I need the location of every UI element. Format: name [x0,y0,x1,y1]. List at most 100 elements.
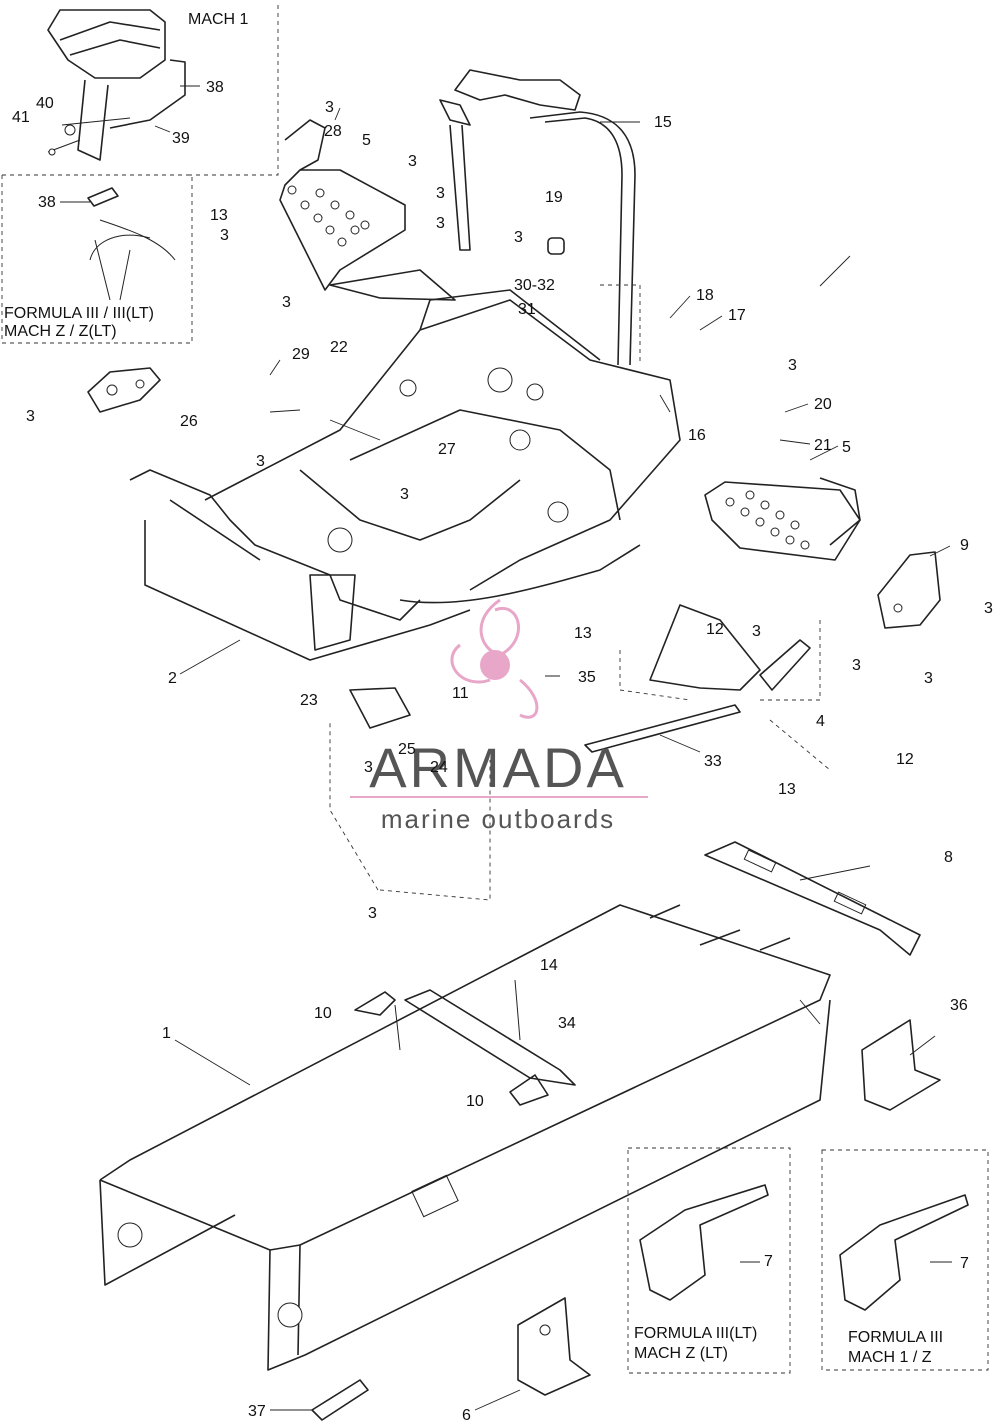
callout-9: 9 [960,537,969,554]
callout-23: 23 [300,692,318,709]
callout-3: 3 [220,227,229,244]
callout-30-32: 30-32 [514,277,555,294]
footrest-plate-5 [704,477,861,561]
callout-18: 18 [696,287,714,304]
strut-33 [584,704,741,753]
bracket-4 [649,604,811,691]
bracket-23 [349,687,411,729]
skid-bar-37 [311,1379,369,1421]
plate-28 [279,119,456,301]
inset-label-formula-top-2: MACH Z / Z(LT) [4,323,117,340]
bracket-10-upper [354,991,396,1016]
callout-38: 38 [206,79,224,96]
bracket-26 [87,367,161,413]
callout-37: 37 [248,1403,266,1420]
callout-33: 33 [704,753,722,770]
mach1-bracket-sketch [47,9,186,161]
callout-3: 3 [26,408,35,425]
callout-13: 13 [574,625,592,642]
callout-14: 14 [540,957,558,974]
callout-3: 3 [752,623,761,640]
bracket-7-iii [839,1194,969,1311]
callout-24: 24 [430,759,448,776]
inset-label-formula-iii-2: MACH 1 / Z [848,1349,932,1366]
bracket-10-lower [509,1074,549,1106]
callout-12: 12 [706,621,724,638]
bracket-9 [877,551,941,629]
callout-28: 28 [324,123,342,140]
callout-3: 3 [436,215,445,232]
callout-5: 5 [362,132,371,149]
callout-34: 34 [558,1015,576,1032]
callout-10: 10 [466,1093,484,1110]
callout-3: 3 [436,185,445,202]
inset-label-formula-iii-1: FORMULA III [848,1329,943,1346]
front-frame-2 [129,289,681,661]
bracket-7-lt [639,1184,769,1301]
callout-3: 3 [282,294,291,311]
callout-3: 3 [984,600,993,617]
watermark-tagline: marine outboards [381,804,615,834]
tunnel-1 [99,904,831,1371]
bracket-6 [517,1297,591,1396]
callout-3: 3 [852,657,861,674]
plate-8 [704,841,921,956]
brace-34 [404,989,576,1086]
propeller-hub-icon [480,650,510,680]
callout-35: 35 [578,669,596,686]
callout-1: 1 [162,1025,171,1042]
callout-12: 12 [896,751,914,768]
callout-3: 3 [368,905,377,922]
callout-5: 5 [842,439,851,456]
callout-20: 20 [814,396,832,413]
inset-label-formula-lt-1: FORMULA III(LT) [634,1325,757,1342]
callout-3: 3 [514,229,523,246]
callout-16: 16 [688,427,706,444]
callout-3: 3 [924,670,933,687]
callout-22: 22 [330,339,348,356]
callout-6: 6 [462,1407,471,1424]
callout-10: 10 [314,1005,332,1022]
callout-4: 4 [816,713,825,730]
callout-7: 7 [960,1255,969,1272]
propeller-icon [450,598,539,719]
callout-41: 41 [12,109,30,126]
callout-3: 3 [325,99,334,116]
callout-29: 29 [292,346,310,363]
callout-3: 3 [400,486,409,503]
callout-19: 19 [545,189,563,206]
callout-2: 2 [168,670,177,687]
callout-39: 39 [172,130,190,147]
callout-25: 25 [398,741,416,758]
callout-27: 27 [438,441,456,458]
callout-3: 3 [408,153,417,170]
callout-38: 38 [38,194,56,211]
bracket-36 [861,1019,941,1111]
inset-label-formula-top-1: FORMULA III / III(LT) [4,305,154,322]
leader-lines [60,85,952,1411]
callout-11: 11 [452,685,469,702]
callout-13: 13 [210,207,228,224]
inset-boxes [1,5,989,1374]
callout-36: 36 [950,997,968,1014]
steering-column-15 [439,69,636,366]
callout-26: 26 [180,413,198,430]
callout-21: 21 [814,437,832,454]
callout-7: 7 [764,1253,773,1270]
callout-8: 8 [944,849,953,866]
formula-bracket-sketch [87,187,176,301]
callout-17: 17 [728,307,746,324]
callout-13: 13 [778,781,796,798]
callout-3: 3 [364,759,373,776]
callout-40: 40 [36,95,54,112]
callout-3: 3 [788,357,797,374]
inset-label-mach1: MACH 1 [188,11,249,28]
armada-watermark-logo: ARMADA marine outboards [350,598,648,834]
inset-labels: MACH 1 FORMULA III / III(LT) MACH Z / Z(… [4,11,943,1366]
watermark-brand: ARMADA [369,736,627,799]
inset-label-formula-lt-2: MACH Z (LT) [634,1345,728,1362]
callout-3: 3 [256,453,265,470]
callout-15: 15 [654,114,672,131]
callout-31: 31 [518,301,536,318]
